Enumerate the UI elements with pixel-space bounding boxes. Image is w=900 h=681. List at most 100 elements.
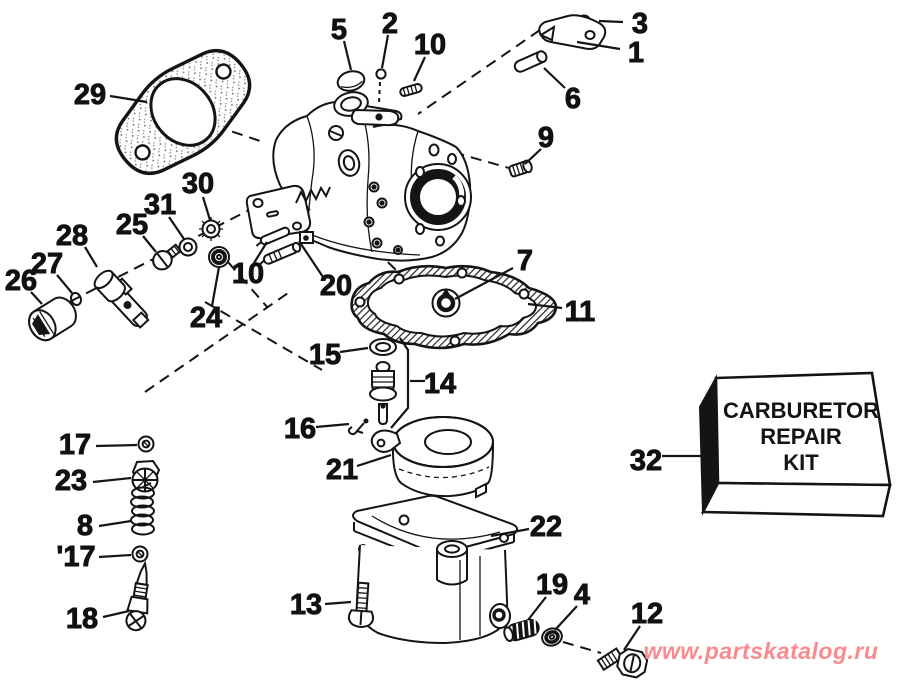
callout-leader <box>554 605 578 631</box>
spring-8 <box>130 482 155 536</box>
callout-1: 1 <box>576 37 645 69</box>
callout-number: 25 <box>116 209 148 241</box>
callout-leader <box>324 600 352 606</box>
callout-leader <box>98 553 132 559</box>
callout-leader <box>84 246 98 268</box>
callout-leader <box>490 527 530 538</box>
callout-17: '17 <box>56 541 132 573</box>
callout-7: 7 <box>454 245 534 300</box>
callout-leader <box>454 267 514 300</box>
callout-number: 17 <box>59 429 91 461</box>
repair-kit-box: CARBURETOR REPAIR KIT <box>698 371 892 518</box>
callout-number: 21 <box>326 454 358 486</box>
callout-number: 11 <box>565 296 596 328</box>
callout-number: 12 <box>631 598 663 630</box>
screw-9 <box>508 159 533 178</box>
callout-3: 3 <box>598 8 649 40</box>
callout-18: 18 <box>65 603 130 635</box>
callout-leader <box>356 453 392 468</box>
assembly-axis-0 <box>417 29 541 115</box>
callout-16: 16 <box>283 413 350 445</box>
assembly-axis-4 <box>144 292 289 393</box>
callout-30: 30 <box>181 168 215 221</box>
callout-number: 1 <box>628 37 644 69</box>
callout-5: 5 <box>330 14 353 71</box>
callout-leader <box>623 625 641 651</box>
callout-number: 19 <box>536 569 568 601</box>
cam-follower-link <box>538 14 607 50</box>
callout-leader <box>298 240 324 278</box>
grommet-24 <box>208 246 230 268</box>
callout-leader <box>598 19 624 24</box>
idle-needle <box>125 560 149 632</box>
callout-number: 22 <box>530 511 562 543</box>
callout-24: 24 <box>189 266 223 334</box>
callout-10: 10 <box>231 241 268 290</box>
callout-27: 27 <box>30 248 73 294</box>
callout-2: 2 <box>380 8 399 69</box>
callout-leader <box>98 519 132 528</box>
float <box>370 416 494 499</box>
callout-number: 9 <box>538 122 554 154</box>
assembly-axis-9 <box>378 81 381 105</box>
callout-number: '17 <box>56 541 95 573</box>
kit-box-line-1: CARBURETOR <box>723 398 879 423</box>
callout-26: 26 <box>4 265 43 305</box>
callout-number: 10 <box>232 258 264 290</box>
screw-25 <box>152 243 183 271</box>
callout-leader <box>102 609 130 619</box>
drain-plug <box>503 618 540 642</box>
assembly-axis-5 <box>204 301 323 371</box>
callout-23: 23 <box>54 465 132 497</box>
callout-8: 8 <box>76 510 132 542</box>
callout-leader <box>527 596 547 621</box>
pin-small-top <box>399 83 423 97</box>
callout-leader <box>168 216 185 240</box>
callout-13: 13 <box>289 589 352 621</box>
cap-disc <box>336 70 366 92</box>
callout-28: 28 <box>55 220 98 268</box>
mounting-gasket <box>114 48 252 176</box>
callout-leader <box>339 346 369 354</box>
callout-6: 6 <box>543 67 582 115</box>
callout-leader <box>95 443 138 448</box>
callout-bracket <box>390 337 410 429</box>
callout-leader <box>527 302 563 310</box>
callout-number: 3 <box>632 8 648 40</box>
washer-17b <box>131 545 149 563</box>
pump-cup <box>28 296 77 342</box>
callout-leader <box>253 241 268 264</box>
needle-seat <box>369 361 397 426</box>
callout-number: 31 <box>144 189 176 221</box>
callout-number: 23 <box>55 465 87 497</box>
callout-number: 32 <box>630 445 662 477</box>
pin-20 <box>258 241 302 266</box>
callout-17: 17 <box>58 429 138 461</box>
callout-leader <box>201 196 212 221</box>
callout-20: 20 <box>298 240 353 302</box>
callout-32: 32 <box>629 445 701 477</box>
callout-number: 7 <box>517 245 533 277</box>
callout-number: 2 <box>382 8 398 40</box>
callout-31: 31 <box>143 189 185 240</box>
hex-plug <box>596 647 649 679</box>
callout-number: 13 <box>290 589 322 621</box>
callout-number: 18 <box>66 603 98 635</box>
callout-leader <box>342 40 353 71</box>
o-ring-27 <box>70 291 82 307</box>
callout-11: 11 <box>527 296 596 328</box>
callout-22: 22 <box>490 511 563 543</box>
callout-15: 15 <box>308 339 369 371</box>
callout-10: 10 <box>413 29 447 82</box>
callout-number: 16 <box>284 413 316 445</box>
callout-25: 25 <box>115 209 157 253</box>
callout-number: 15 <box>309 339 341 371</box>
float-bowl <box>352 494 518 645</box>
check-ball <box>375 68 387 80</box>
callout-leader <box>56 274 73 294</box>
inlet-clip <box>347 418 369 436</box>
callout-number: 10 <box>414 29 446 61</box>
dowel-pin <box>513 50 548 73</box>
